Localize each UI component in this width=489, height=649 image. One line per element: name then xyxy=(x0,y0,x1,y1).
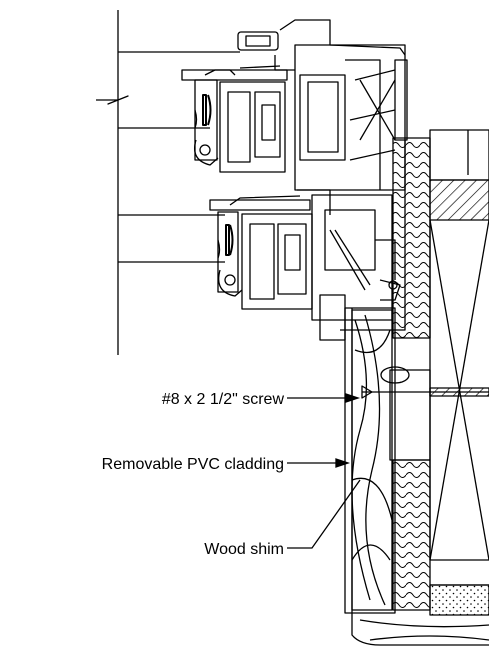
sill-base xyxy=(351,613,489,646)
top-frame-cap xyxy=(237,19,406,71)
callout-screw-label: #8 x 2 1/2" screw xyxy=(162,391,285,408)
screw xyxy=(361,385,489,399)
gasket-seals xyxy=(202,94,234,256)
shim-leader xyxy=(287,479,361,549)
insulation-strip xyxy=(389,137,431,611)
cladding-leader xyxy=(287,458,351,468)
callout-cladding-label: Removable PVC cladding xyxy=(102,456,284,473)
main-frame-profile xyxy=(294,44,408,331)
callout-shim-label: Wood shim xyxy=(204,541,284,558)
wall-framing xyxy=(429,129,489,616)
upper-sash-profile xyxy=(181,65,288,173)
screw-leader xyxy=(287,393,361,403)
wood-shim xyxy=(351,309,410,611)
lower-sash-profile xyxy=(209,195,313,310)
lower-frame-profile xyxy=(311,194,401,341)
glazing-lines xyxy=(96,10,240,355)
